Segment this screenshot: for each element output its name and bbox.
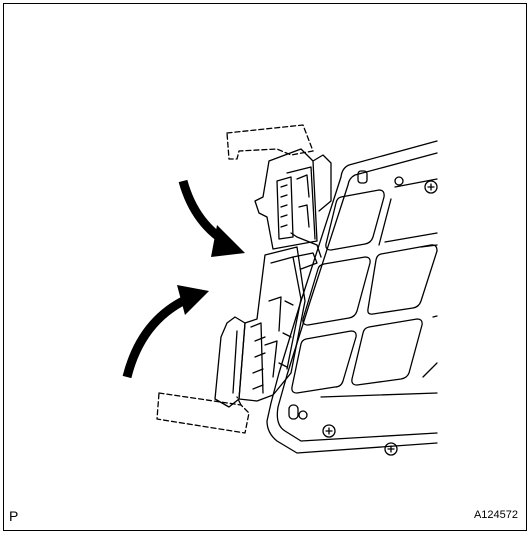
screw-hole-bottom: [298, 410, 308, 420]
mounting-hole-bottom: [288, 404, 299, 420]
arrow-lower: [122, 285, 209, 379]
figure-frame: P A124572: [3, 3, 527, 531]
mounting-panel: [266, 140, 438, 456]
arrow-upper: [178, 179, 245, 257]
connector-lower-half: [214, 246, 318, 408]
screw-bottom-right: [384, 442, 398, 456]
dashed-outline-lower: [156, 392, 250, 434]
corner-label: P: [9, 508, 19, 524]
screw-bottom-left: [322, 424, 336, 438]
screw-top-right: [424, 180, 438, 194]
figure-id: A124572: [473, 509, 518, 521]
panel-grid: [291, 178, 438, 394]
technical-illustration: [122, 124, 438, 456]
screw-hole-top: [394, 176, 404, 186]
dashed-outline-upper: [226, 124, 314, 160]
mounting-hole-top: [357, 170, 368, 184]
connector-upper-half: [254, 148, 332, 258]
